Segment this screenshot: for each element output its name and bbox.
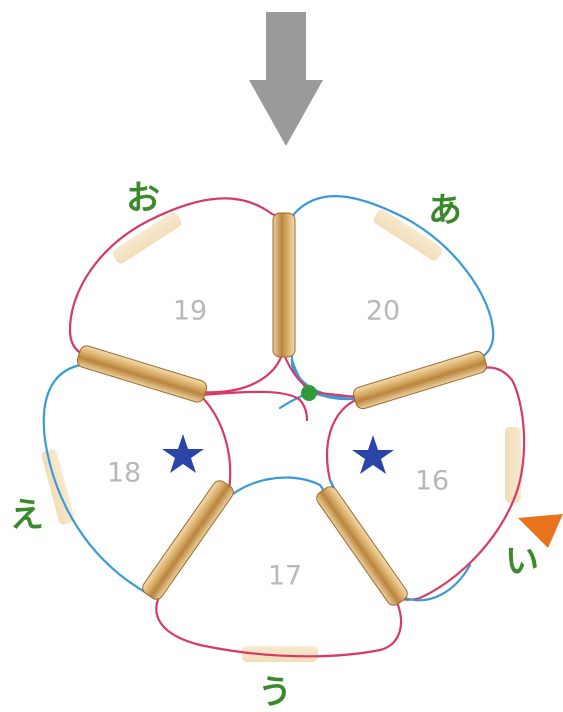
ring-number-19: 19 — [173, 296, 207, 327]
label-a: あ — [428, 191, 462, 231]
down-arrow-icon — [249, 12, 323, 146]
bead-upper-right — [352, 350, 488, 411]
outer-bead — [505, 427, 521, 503]
label-o: お — [126, 179, 160, 219]
ring-number-16: 16 — [415, 466, 449, 497]
label-e: え — [10, 496, 44, 536]
ring-number-18: 18 — [107, 458, 141, 489]
bead-lower-left — [140, 478, 236, 602]
bead-lower-right — [314, 484, 410, 608]
star-icon — [162, 434, 204, 473]
ring-number-20: 20 — [366, 296, 400, 327]
label-i: い — [505, 542, 539, 582]
label-u: う — [258, 673, 292, 712]
bead-icon — [301, 385, 317, 401]
bead-top — [273, 213, 295, 357]
star-icon — [352, 435, 394, 474]
bead-upper-left — [76, 344, 209, 404]
main-beads — [76, 213, 489, 608]
ring-number-17: 17 — [268, 561, 302, 592]
